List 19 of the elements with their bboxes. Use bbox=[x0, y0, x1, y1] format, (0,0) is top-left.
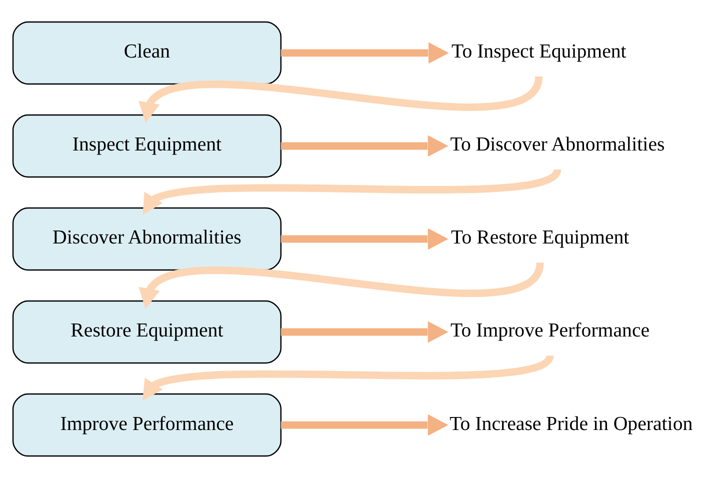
node-box: Inspect Equipment bbox=[12, 114, 282, 178]
arrow bbox=[138, 74, 542, 122]
arrow bbox=[280, 320, 448, 342]
arrow bbox=[280, 414, 448, 436]
node-text: To Discover Abnormalities bbox=[450, 133, 665, 156]
node-text: To Improve Performance bbox=[450, 319, 650, 342]
node-box: Improve Performance bbox=[12, 392, 282, 456]
arrow bbox=[280, 228, 448, 250]
node-box: Clean bbox=[12, 20, 282, 84]
node-box: Discover Abnormalities bbox=[12, 206, 282, 270]
node-box: Restore Equipment bbox=[12, 300, 282, 364]
node-text: To Increase Pride in Operation bbox=[450, 412, 693, 434]
arrow bbox=[142, 166, 560, 214]
arrow bbox=[142, 352, 553, 400]
arrow bbox=[138, 260, 544, 308]
node-text: To Restore Equipment bbox=[451, 226, 630, 248]
arrow bbox=[280, 42, 449, 64]
node-text: To Inspect Equipment bbox=[451, 40, 626, 62]
arrow bbox=[280, 134, 448, 156]
